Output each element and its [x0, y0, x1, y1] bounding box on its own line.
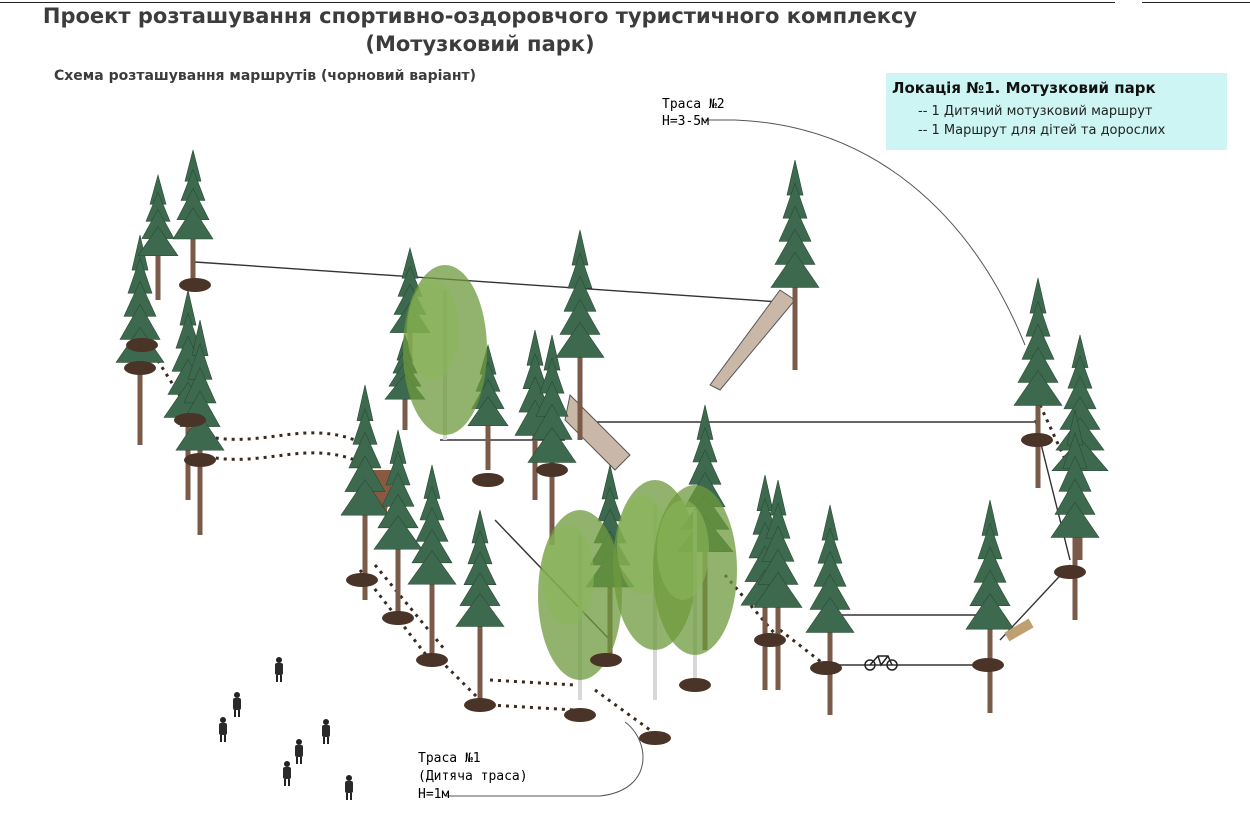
legend-heading: Локація №1. Мотузковий парк — [892, 79, 1156, 97]
platform-icon — [1054, 565, 1086, 579]
platform-icon — [639, 731, 671, 745]
wooden-raft — [1004, 618, 1034, 642]
conifer-tree-icon — [770, 159, 820, 370]
conifer-tree-icon — [455, 509, 505, 700]
platform-icon — [472, 473, 504, 487]
page-subtitle: Схема розташування маршрутів (чорновий в… — [54, 68, 477, 84]
route-1-leader — [445, 721, 644, 797]
person-icon — [219, 717, 227, 742]
platform-icon — [972, 658, 1004, 672]
legend-item-2: -- 1 Маршрут для дітей та дорослих — [918, 123, 1166, 138]
platform-icon — [536, 463, 568, 477]
trees-layer — [115, 149, 1109, 745]
net-panel — [564, 393, 631, 471]
route-2-height: H=3-5м — [662, 114, 709, 129]
title-line-1: Проект розташування спортивно-оздоровчог… — [42, 4, 918, 28]
person-icon — [322, 719, 330, 744]
route-1-height: H=1м — [418, 787, 449, 802]
conifer-tree-icon — [137, 173, 179, 300]
title-line-2: (Мотузковий парк) — [365, 32, 595, 56]
platform-icon — [174, 413, 206, 427]
conifer-tree-icon — [1050, 409, 1100, 620]
people-layer — [219, 657, 353, 800]
route-2-leader — [705, 119, 1026, 346]
platform-icon — [416, 653, 448, 667]
conifer-tree-icon — [1013, 277, 1063, 488]
route-2-name: Траса №2 — [662, 97, 725, 112]
conifer-tree-icon — [965, 499, 1015, 713]
route-2-label: Траса №2 H=3-5м — [662, 97, 732, 129]
platform-icon — [679, 678, 711, 692]
page-title: Проект розташування спортивно-оздоровчог… — [0, 2, 960, 58]
conifer-tree-icon — [373, 429, 423, 625]
conifer-tree-icon — [753, 479, 803, 690]
platform-icon — [184, 453, 216, 467]
conifer-tree-icon — [340, 384, 390, 600]
header-rule-left — [0, 2, 1115, 3]
platform-icon — [810, 661, 842, 675]
conifer-tree-icon — [172, 149, 214, 290]
person-icon — [275, 657, 283, 682]
platform-icon — [754, 633, 786, 647]
platform-icon — [464, 698, 496, 712]
header-rule-right — [1142, 2, 1250, 3]
bicycle-icon — [864, 655, 898, 671]
location-legend: Локація №1. Мотузковий парк -- 1 Дитячий… — [886, 73, 1227, 150]
route-1-label: Траса №1 (Дитяча траса) H=1м — [418, 751, 535, 802]
platform-icon — [1021, 433, 1053, 447]
platform-icon — [564, 708, 596, 722]
person-icon — [233, 692, 241, 717]
conifer-tree-icon — [407, 464, 457, 660]
conifer-tree-icon — [527, 334, 577, 545]
legend-item-1: -- 1 Дитячий мотузковий маршрут — [918, 104, 1153, 119]
route-1-name: Траса №1 — [418, 751, 481, 766]
conifer-tree-icon — [805, 504, 855, 715]
platform-icon — [124, 361, 156, 375]
person-icon — [345, 775, 353, 800]
route-1-type: (Дитяча траса) — [418, 769, 528, 784]
person-icon — [283, 761, 291, 786]
platform-icon — [179, 278, 211, 292]
platform-icon — [346, 573, 378, 587]
platform-icon — [590, 653, 622, 667]
platform-icon — [382, 611, 414, 625]
birch-tree-icon — [403, 265, 487, 440]
birch-tree-icon — [538, 510, 622, 700]
platform-icon — [126, 338, 158, 352]
birch-tree-icon — [653, 485, 737, 680]
person-icon — [295, 739, 303, 764]
conifer-tree-icon — [555, 229, 605, 440]
net-panel — [709, 289, 796, 391]
